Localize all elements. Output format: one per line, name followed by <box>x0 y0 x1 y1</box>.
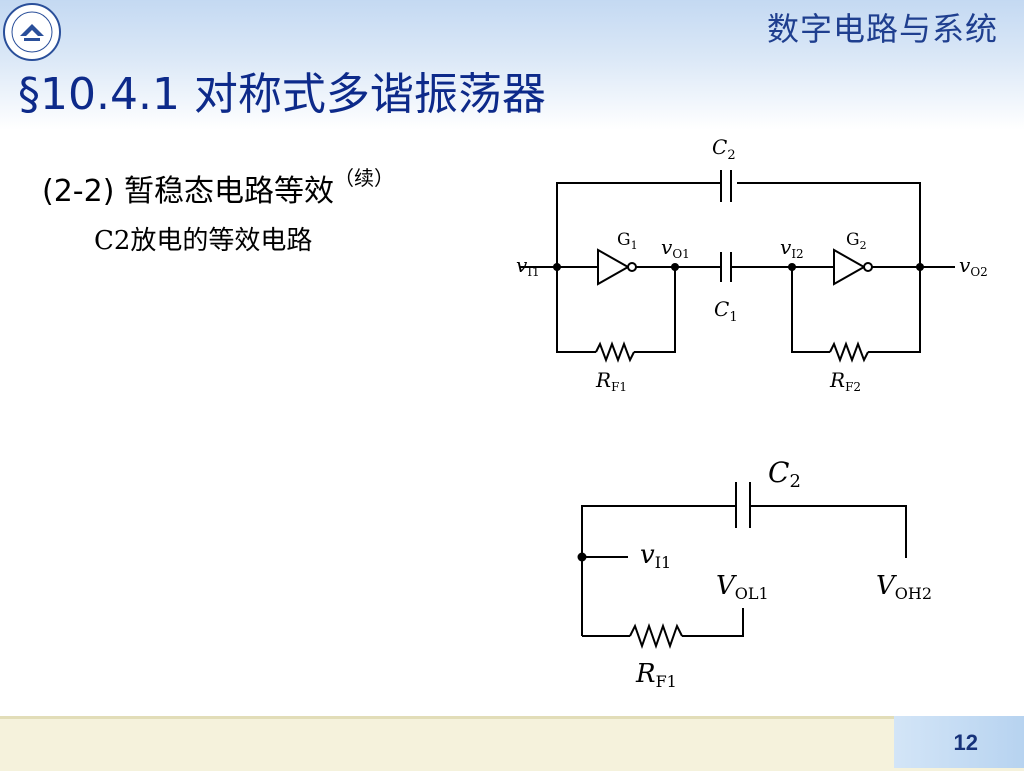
c1-symbol: C <box>714 297 729 321</box>
rf1-discharge-symbol: R <box>635 659 656 689</box>
vol1-label: VOL1 <box>716 571 769 603</box>
g1-label: G1 <box>617 230 638 252</box>
rf2-symbol: R <box>829 368 845 392</box>
vo1-sub: O1 <box>672 247 689 261</box>
vi1-symbol: v <box>516 253 528 277</box>
g1-symbol: G <box>617 230 631 250</box>
page-number-box <box>894 716 1024 768</box>
c2-discharge-circuit: C2 vI1 VOL1 VOH2 RF1 <box>577 456 932 691</box>
vo1-label: vO1 <box>661 235 690 261</box>
voh2-sub: OH2 <box>895 584 932 603</box>
rf1-discharge-sub: F1 <box>656 672 677 691</box>
vi2-symbol: v <box>780 235 792 259</box>
voh2-symbol: V <box>876 571 897 601</box>
c2-discharge-symbol: C <box>768 456 789 489</box>
course-title: 数字电路与系统 <box>766 10 998 48</box>
university-logo <box>3 3 61 61</box>
g2-label: G2 <box>846 230 867 252</box>
vi2-sub: I2 <box>791 247 803 261</box>
c1-label: C1 <box>714 297 738 325</box>
c2-sub: 2 <box>727 148 735 163</box>
vi1-label: vI1 <box>516 253 540 279</box>
subtitle-note: （续） <box>333 166 394 190</box>
subtitle-text: (2-2) 暂稳态电路等效 <box>42 174 334 209</box>
vo2-label: vO2 <box>959 253 988 279</box>
rf1-sub: F1 <box>611 380 627 394</box>
vi1-node-label: vI1 <box>640 540 671 572</box>
rf1-discharge-label: RF1 <box>635 659 677 691</box>
vol1-sub: OL1 <box>735 584 769 603</box>
rf2-label: RF2 <box>829 368 861 394</box>
multivibrator-circuit: C2 C1 G1 G2 vI1 vO1 vI2 vO2 RF1 RF2 <box>516 135 988 394</box>
vo2-sub: O2 <box>970 265 987 279</box>
c2-label: C2 <box>712 135 736 163</box>
footer-band <box>0 716 1024 771</box>
vol1-symbol: V <box>716 571 737 601</box>
g2-symbol: G <box>846 230 860 250</box>
vo2-symbol: v <box>959 253 971 277</box>
g2-sub: 2 <box>860 239 867 252</box>
header-band <box>0 0 1024 130</box>
vi1-node-symbol: v <box>640 540 655 570</box>
rf1-label: RF1 <box>595 368 627 394</box>
vi1-node-sub: I1 <box>655 553 672 572</box>
g1-sub: 1 <box>631 239 638 252</box>
section-subtitle: (2-2) 暂稳态电路等效（续） <box>42 166 394 210</box>
rf2-sub: F2 <box>845 380 861 394</box>
vo1-symbol: v <box>661 235 673 259</box>
c1-sub: 1 <box>729 310 737 325</box>
voh2-label: VOH2 <box>876 571 932 603</box>
c2-discharge-sub: 2 <box>789 471 800 492</box>
vi1-sub: I1 <box>527 265 539 279</box>
rf1-symbol: R <box>595 368 611 392</box>
figure-caption: C2放电的等效电路 <box>94 226 313 256</box>
vi2-label: vI2 <box>780 235 804 261</box>
slide-title: §10.4.1 对称式多谐振荡器 <box>18 69 546 120</box>
page-number: 12 <box>953 730 978 755</box>
c2-discharge-label: C2 <box>768 456 801 492</box>
c2-symbol: C <box>712 135 727 159</box>
